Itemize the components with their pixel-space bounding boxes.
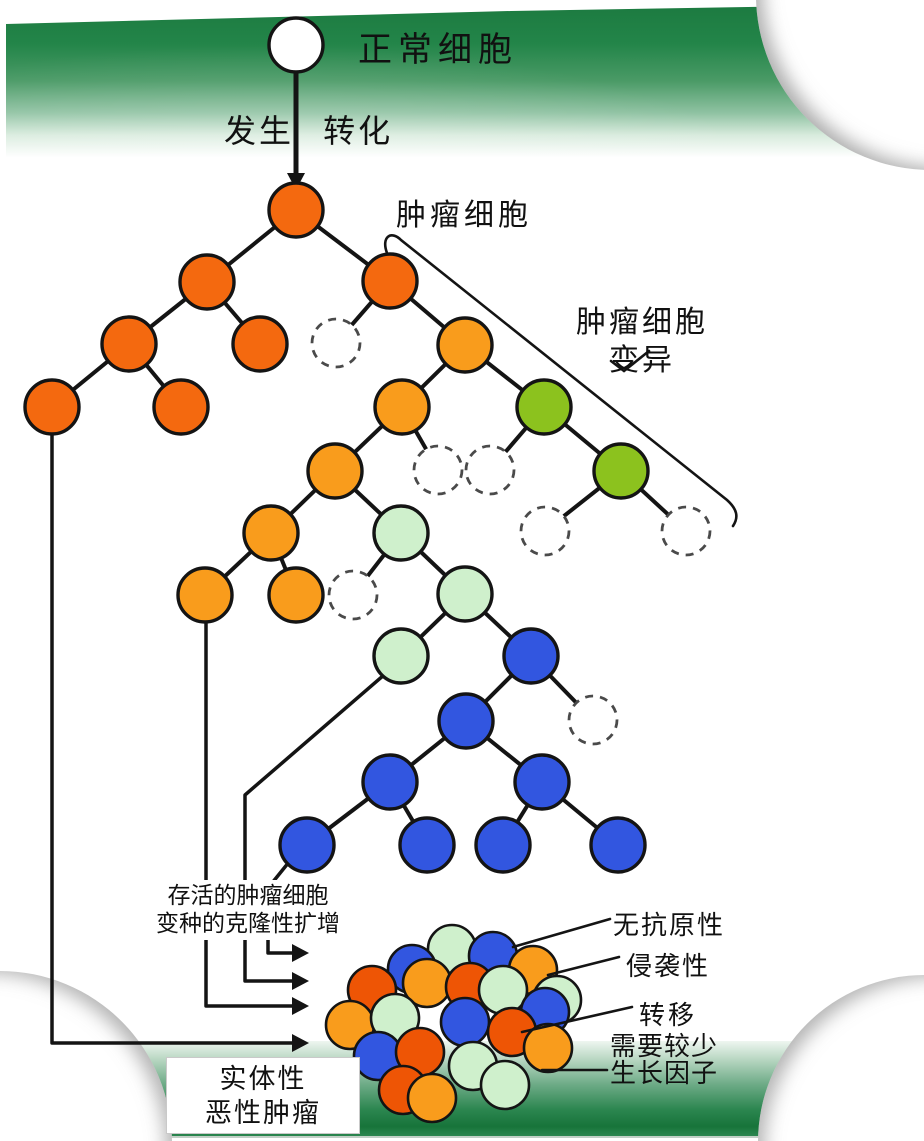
leader-line <box>546 955 621 977</box>
tumor-mass-cell-ltgreen <box>477 964 529 1016</box>
growth-factor-line2: 生长因子 <box>609 1059 718 1089</box>
clone-path-arrowhead-icon <box>292 997 309 1015</box>
tumor-cells-bracket <box>383 234 738 528</box>
transformation-label: 发生 转化 <box>224 112 394 150</box>
clone-path-line <box>50 431 296 1045</box>
cell-node-blue <box>437 692 495 750</box>
solid-tumor-line2: 恶性肿瘤 <box>205 1098 321 1129</box>
cell-node-ltgreen <box>372 504 430 562</box>
clonal-expansion-label: 存活的肿瘤细胞 变种的克隆性扩增 <box>128 880 368 940</box>
clone-path-arrowhead-icon <box>292 1034 309 1052</box>
clone-path-line <box>204 619 296 1008</box>
cell-node-orange <box>178 253 236 311</box>
clone-expansion-paths <box>50 431 386 1052</box>
growth-factor-label: 需要较少 生长因子 <box>604 1034 724 1088</box>
cell-node-white <box>267 16 325 74</box>
cell-node-ltgreen <box>436 565 494 623</box>
cell-node-amber <box>436 316 494 374</box>
cell-node-blue <box>278 816 336 874</box>
dead-cell-node <box>412 444 464 496</box>
leader-line <box>520 1005 634 1034</box>
clone-path-arrowhead-icon <box>292 944 309 962</box>
tumor-mass-cell-blue <box>439 996 491 1048</box>
clonal-expansion-line1: 存活的肿瘤细胞 <box>167 883 329 909</box>
tree-nodes <box>23 16 712 874</box>
variation-tick-icon <box>609 349 651 373</box>
dead-cell-node <box>464 444 516 496</box>
cell-node-orange <box>100 315 158 373</box>
dead-cell-node <box>327 569 379 621</box>
dead-cell-node <box>567 694 619 746</box>
tumor-mass-cell-amber <box>406 1072 458 1124</box>
cell-node-blue <box>502 627 560 685</box>
leader-lines <box>511 917 634 1072</box>
tumor-variation-label: 肿瘤细胞 变异 <box>560 304 724 380</box>
cell-node-amber <box>373 378 431 436</box>
tumor-variation-line2: 变异 <box>609 343 675 378</box>
solid-malignant-tumor-box: 实体性 恶性肿瘤 <box>166 1057 360 1134</box>
solid-tumor-line1: 实体性 <box>219 1064 307 1095</box>
normal-cell-label: 正常细胞 <box>358 30 518 70</box>
tumor-cell-label: 肿瘤细胞 <box>396 198 532 233</box>
cell-node-green <box>515 378 573 436</box>
solid-tumor-mass <box>324 923 583 1124</box>
cell-node-orange <box>361 252 419 310</box>
growth-factor-line1: 需要较少 <box>609 1032 718 1062</box>
cell-node-orange <box>231 315 289 373</box>
clone-path-arrowhead-icon <box>292 972 309 990</box>
cell-node-amber <box>242 504 300 562</box>
tumor-mass-cell-ltgreen <box>479 1059 531 1111</box>
cell-node-blue <box>589 816 647 874</box>
cell-node-amber <box>306 442 364 500</box>
cell-node-amber <box>176 566 234 624</box>
cell-node-orange <box>23 378 81 436</box>
cell-node-blue <box>474 816 532 874</box>
bracket-line <box>383 234 738 528</box>
cell-node-ltgreen <box>372 627 430 685</box>
tumor-variation-line1: 肿瘤细胞 <box>576 305 708 340</box>
cell-node-amber <box>267 566 325 624</box>
cell-node-green <box>592 442 650 500</box>
non-antigenic-label: 无抗原性 <box>613 911 726 941</box>
cell-node-blue <box>398 816 456 874</box>
metastasis-label: 转移 <box>639 1001 698 1031</box>
tumor-mass-cell-amber <box>522 1022 574 1074</box>
dead-cell-node <box>310 317 362 369</box>
cell-node-orange <box>267 181 325 239</box>
clonal-expansion-line2: 变种的克隆性扩增 <box>156 911 340 937</box>
invasive-label: 侵袭性 <box>626 952 711 982</box>
cell-node-blue <box>513 753 571 811</box>
dead-cell-node <box>660 505 712 557</box>
cell-node-orange <box>152 378 210 436</box>
dead-cell-node <box>519 505 571 557</box>
leader-line <box>511 917 612 949</box>
cell-node-blue <box>361 753 419 811</box>
